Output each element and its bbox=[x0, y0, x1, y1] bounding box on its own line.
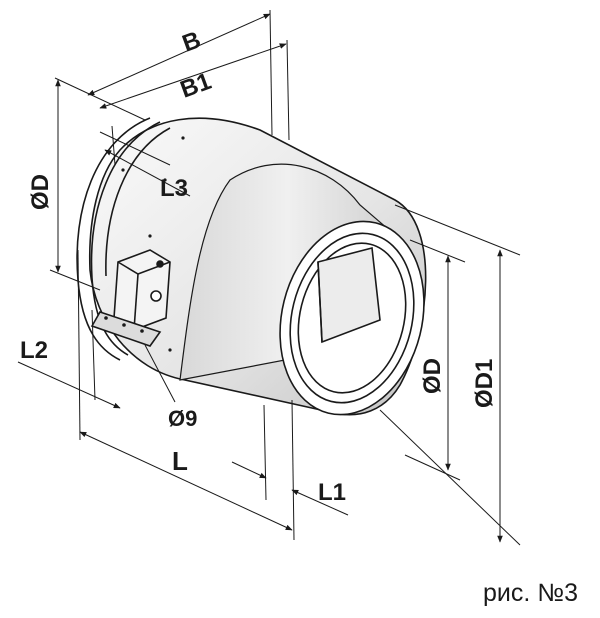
dim-line-L bbox=[79, 431, 293, 531]
label-D-left: ØD bbox=[27, 174, 54, 210]
label-hole: Ø9 bbox=[168, 406, 197, 431]
fan-body bbox=[76, 117, 427, 416]
terminal-box bbox=[113, 249, 171, 331]
outlet-ring-inner bbox=[297, 242, 407, 394]
dim-line-L2 bbox=[17, 361, 121, 409]
dim-line-B1 bbox=[99, 43, 287, 109]
mounting-foot bbox=[90, 311, 162, 347]
label-B1: B1 bbox=[177, 68, 215, 104]
label-L1: L1 bbox=[318, 479, 346, 506]
figure-caption: рис. №3 bbox=[483, 579, 578, 607]
dim-line-L3 bbox=[104, 149, 191, 197]
label-D1: ØD1 bbox=[471, 359, 498, 408]
dim-line-hole bbox=[144, 344, 176, 403]
label-L2: L2 bbox=[20, 337, 48, 364]
left-flange-rim bbox=[105, 127, 171, 277]
label-D-right: ØD bbox=[419, 358, 446, 394]
dim-line-L1 bbox=[231, 461, 267, 479]
left-flange-inner bbox=[90, 121, 161, 356]
label-L: L bbox=[172, 446, 188, 476]
outlet-ring-mid bbox=[289, 232, 415, 404]
left-flange-outer bbox=[76, 117, 151, 361]
dimension-lines bbox=[17, 9, 521, 546]
label-L3: L3 bbox=[160, 175, 188, 202]
